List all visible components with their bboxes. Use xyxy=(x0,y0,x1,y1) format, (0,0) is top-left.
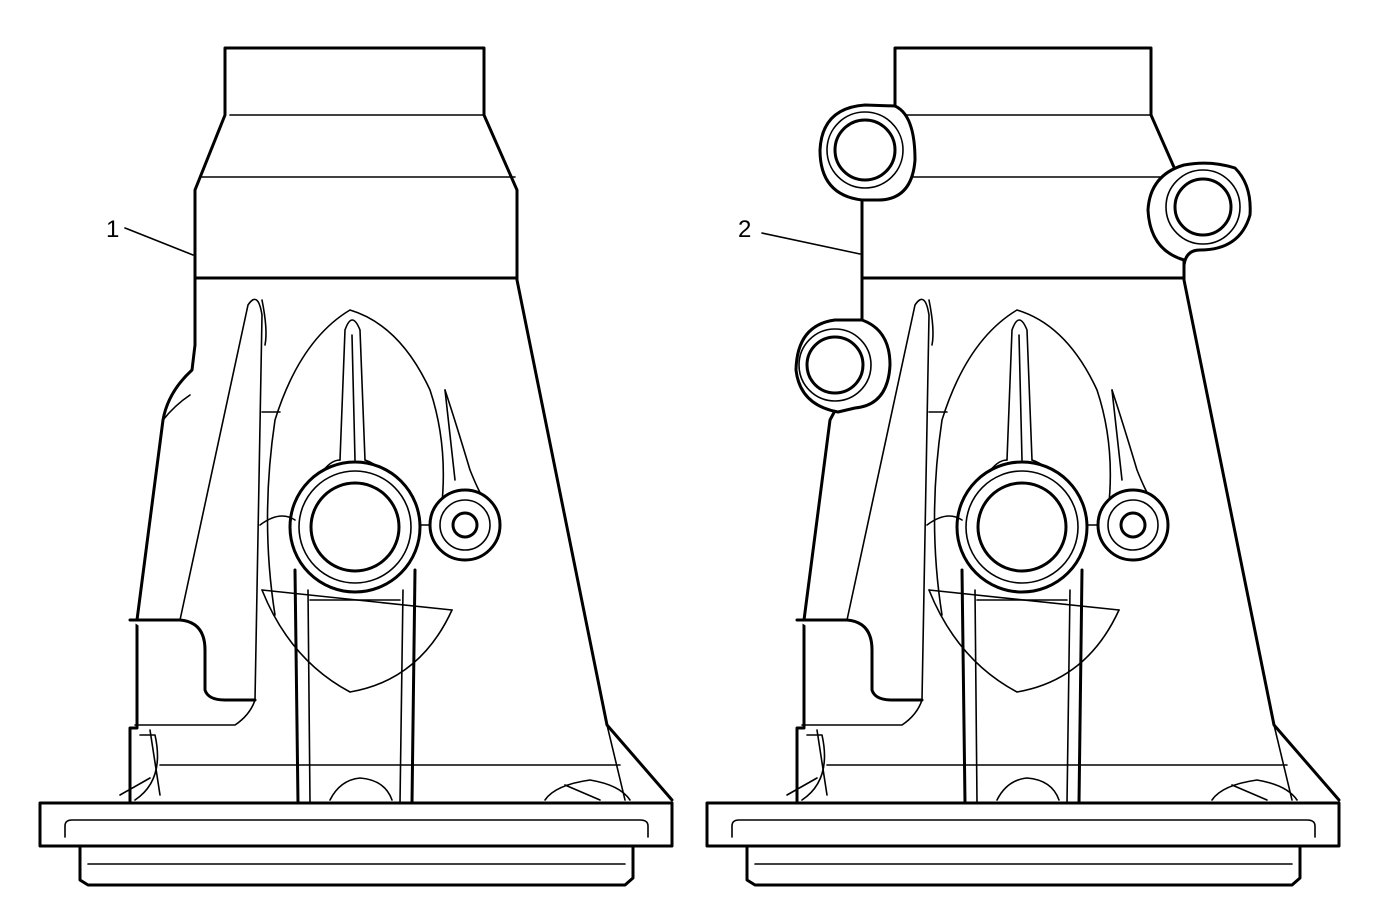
callout-1-label: 1 xyxy=(106,216,119,243)
mounting-ear-lower-left xyxy=(794,318,892,414)
callout-2-leader xyxy=(761,232,861,255)
center-bore-right xyxy=(955,460,1089,594)
mounting-ear-upper-left xyxy=(818,103,917,202)
base-flange-right xyxy=(705,801,1341,887)
mounting-ear-upper-right xyxy=(1146,161,1252,267)
base-flange-left xyxy=(38,801,674,887)
small-boss-left xyxy=(428,488,502,562)
housing-left: 1 xyxy=(38,46,674,887)
housing-right: 2 xyxy=(705,46,1341,887)
callout-2-label: 2 xyxy=(738,216,751,243)
center-bore-left xyxy=(288,460,422,594)
small-boss-right xyxy=(1096,488,1170,562)
callout-1-leader xyxy=(124,227,194,256)
